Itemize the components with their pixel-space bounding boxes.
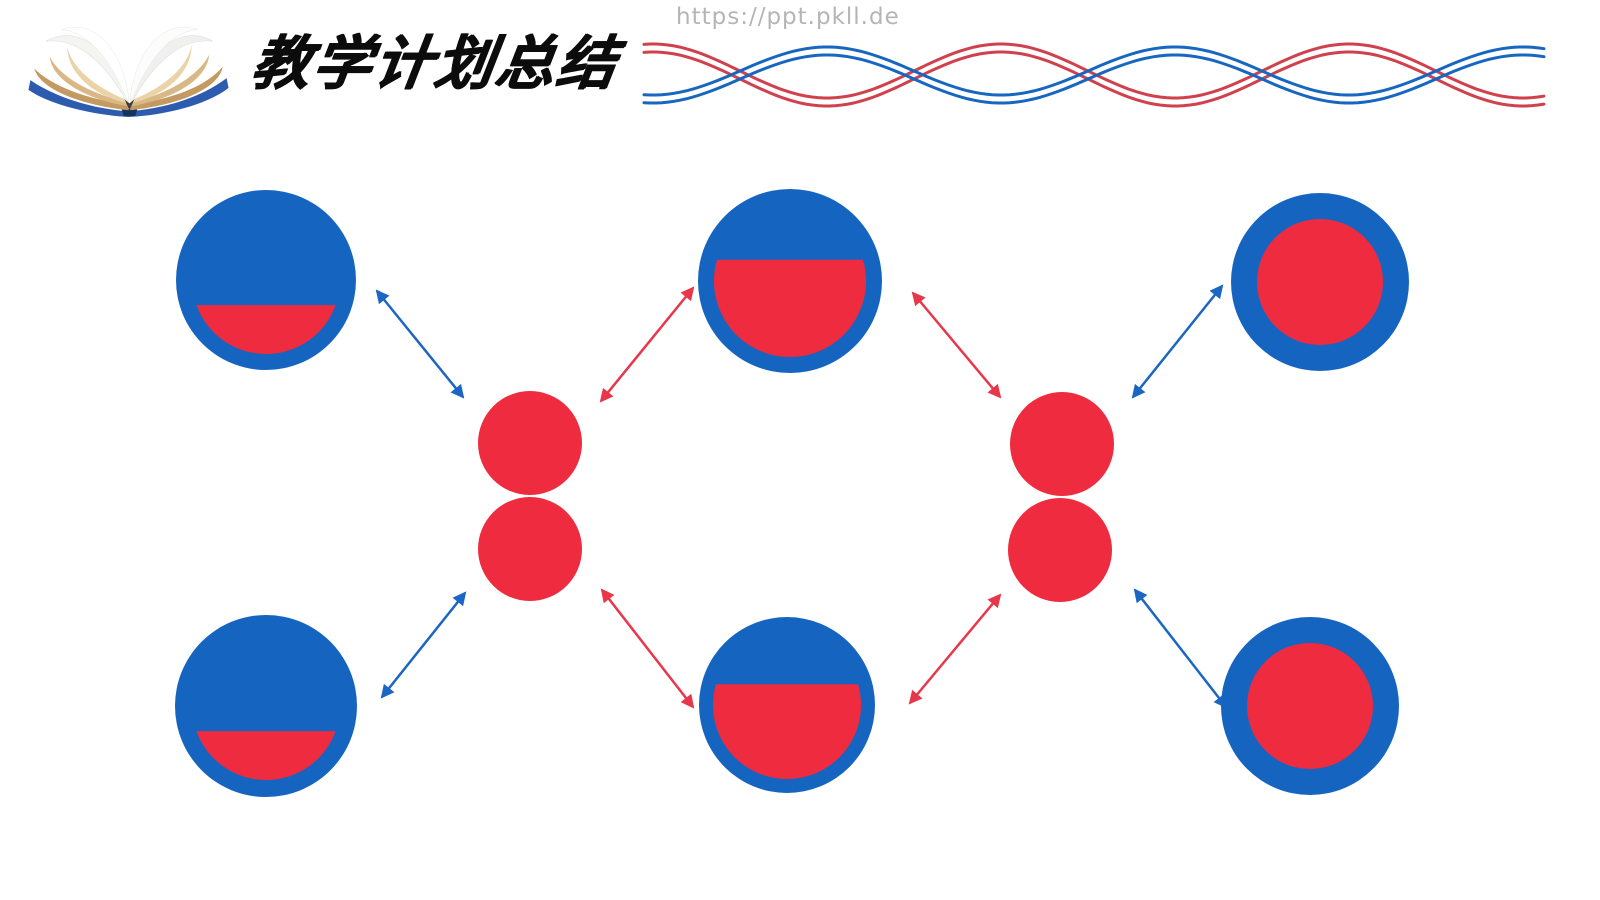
progress-fill-top-left [196, 305, 336, 355]
book-pages [130, 45, 192, 104]
connector-arrow-tc-to-rightpair [911, 291, 1002, 399]
connector-arrow-leftpair-to-tc [599, 286, 695, 403]
progress-circles [175, 189, 1409, 797]
connector-node-left-pair-bottom [478, 497, 582, 601]
wave-line-red [642, 42, 1546, 100]
book-pages [130, 66, 223, 111]
connector-arrow-rightpair-to-br [1133, 588, 1228, 709]
book-spine [121, 109, 138, 117]
book-pages [34, 68, 129, 111]
connector-arrow-tl-to-leftpair [375, 289, 465, 399]
book-cover [28, 78, 229, 118]
connector-arrow-bl-to-leftpair [380, 591, 467, 699]
connector-arrow-leftpair-to-bc [600, 588, 695, 709]
connector-node-right-pair-top [1010, 392, 1114, 496]
wave-decoration [642, 42, 1546, 108]
connector-node-right-pair-bottom [1008, 498, 1112, 602]
connector-node-left-pair-top [478, 391, 582, 495]
progress-fill-bottom-right [1247, 643, 1373, 769]
book-open-page-left [61, 26, 129, 103]
header: 教学计划总结 [0, 0, 1600, 130]
open-book-icon [28, 26, 229, 118]
connector-arrows [375, 284, 1228, 709]
book-crease [124, 99, 135, 111]
progress-fill-top-right [1257, 219, 1383, 345]
wave-line-blue [642, 53, 1546, 105]
connector-arrow-rightpair-to-tr [1131, 284, 1224, 399]
wave-line-blue [642, 45, 1546, 97]
watermark-url: https://ppt.pkll.de [676, 4, 900, 30]
progress-fill-bottom-left [196, 731, 336, 780]
wave-line-red [642, 50, 1546, 108]
book-open-page-right [130, 26, 198, 103]
progress-fill-bottom-center [713, 684, 862, 780]
book-pages [67, 47, 129, 104]
progress-fill-top-center [714, 259, 866, 357]
connector-arrow-bc-to-rightpair [908, 593, 1002, 705]
